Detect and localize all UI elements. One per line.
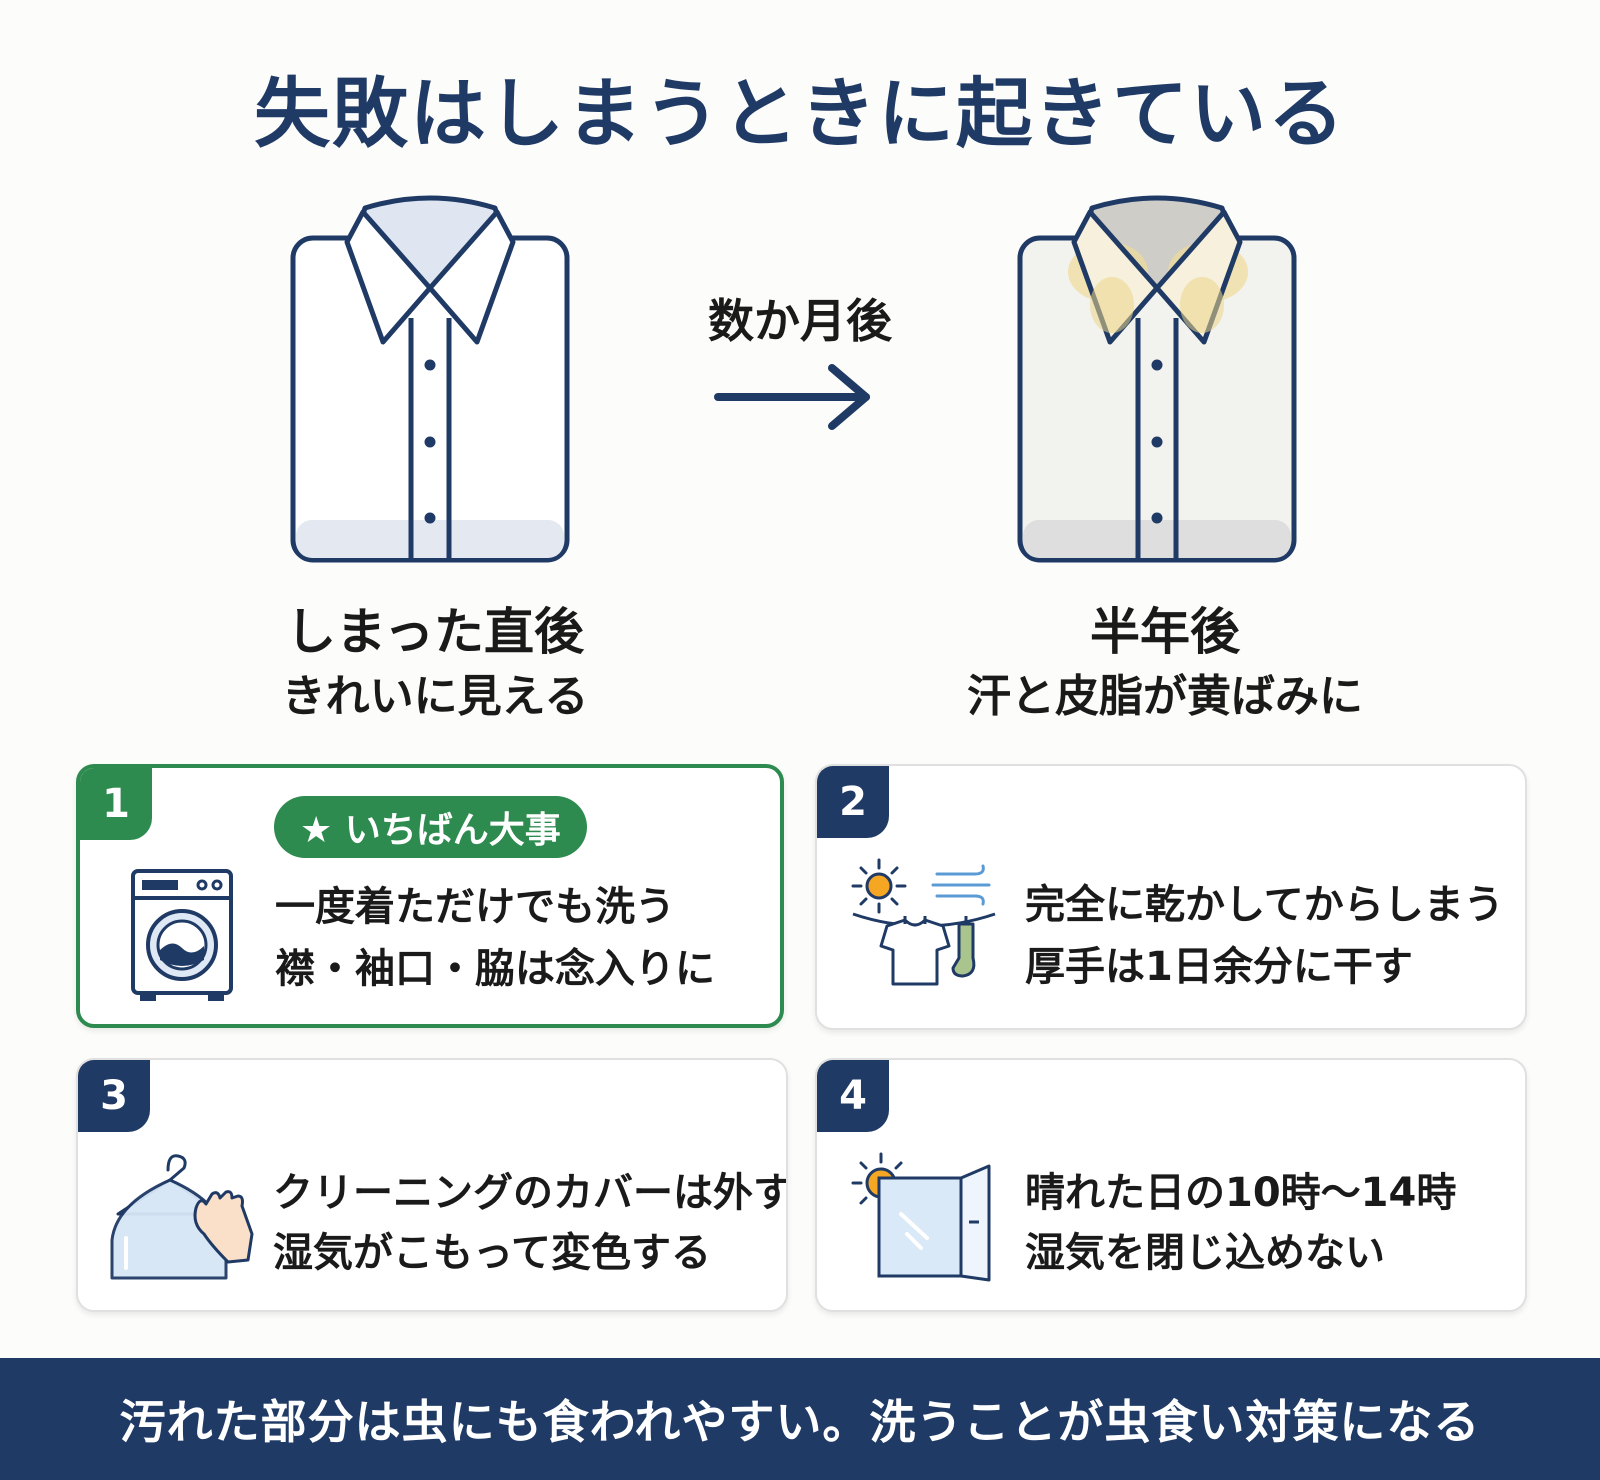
arrow-right-icon xyxy=(714,364,870,430)
tip-card-2: 2 完全に乾かしてからしまう 厚手は1日余分に干す xyxy=(815,764,1527,1030)
tip-3-line-2: 湿気がこもって変色する xyxy=(273,1230,711,1276)
tip-number-badge: 1 xyxy=(80,768,152,840)
yellowed-shirt-icon xyxy=(1017,195,1297,563)
tip-1-line-2: 襟・袖口・脇は念入りに xyxy=(275,946,715,992)
tip-2-line-1: 完全に乾かしてからしまう xyxy=(1025,882,1504,928)
sun-drying-laundry-icon xyxy=(851,858,996,986)
tip-card-1: 1 ★ いちばん大事 一度着ただけでも洗う 襟・袖口・脇は念入りに xyxy=(76,764,784,1028)
before-caption-subtitle: きれいに見える xyxy=(281,671,589,722)
garment-cover-hand-icon xyxy=(110,1154,254,1280)
clean-shirt-icon xyxy=(290,195,570,563)
time-passing-label: 数か月後 xyxy=(708,294,892,348)
washing-machine-icon xyxy=(131,869,233,1001)
before-caption-title: しまった直後 xyxy=(286,603,584,661)
tip-4-line-1: 晴れた日の10時〜14時 xyxy=(1025,1170,1457,1216)
sun-open-window-icon xyxy=(851,1152,991,1282)
tip-number-badge: 3 xyxy=(78,1060,150,1132)
after-caption-title: 半年後 xyxy=(1090,603,1240,661)
tip-number-badge: 2 xyxy=(817,766,889,838)
tip-4-line-2: 湿気を閉じ込めない xyxy=(1025,1230,1385,1276)
tip-card-3: 3 クリーニングのカバーは外す 湿気がこもって変色する xyxy=(76,1058,788,1312)
most-important-badge: ★ いちばん大事 xyxy=(274,796,587,858)
footer-banner: 汚れた部分は虫にも食われやすい。洗うことが虫食い対策になる xyxy=(0,1358,1600,1480)
tip-3-line-1: クリーニングのカバーは外す xyxy=(273,1170,788,1216)
tip-2-line-2: 厚手は1日余分に干す xyxy=(1025,944,1413,990)
tip-card-4: 4 晴れた日の10時〜14時 湿気を閉じ込めない xyxy=(815,1058,1527,1312)
page-title: 失敗はしまうときに起きている xyxy=(254,69,1346,158)
after-caption-subtitle: 汗と皮脂が黄ばみに xyxy=(967,671,1363,722)
tip-number-badge: 4 xyxy=(817,1060,889,1132)
tip-1-line-1: 一度着ただけでも洗う xyxy=(275,884,675,930)
